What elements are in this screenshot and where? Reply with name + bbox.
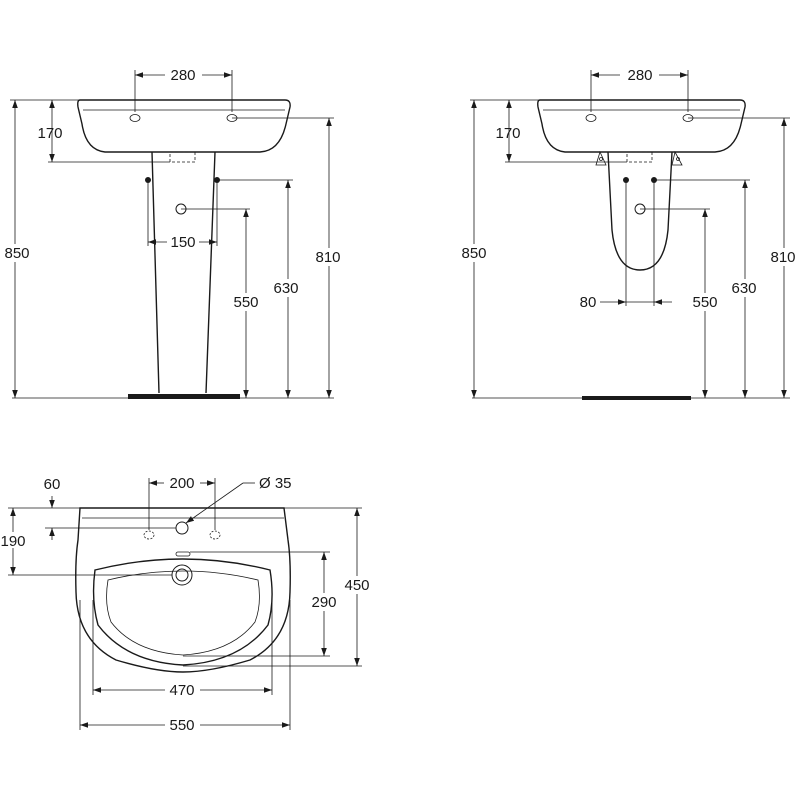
label-bg-810 — [312, 248, 346, 266]
front-pedestal-base — [128, 394, 240, 399]
plan-tap-hole-center — [175, 521, 189, 535]
dim-rim-height: 810 — [315, 249, 340, 266]
plan-leader-diameter — [185, 482, 244, 524]
front-basin-outline — [77, 99, 291, 153]
semi-trap — [626, 151, 653, 163]
semi-dim-tap-spacing: 280 — [627, 67, 652, 84]
dim-tap-spacing: 280 — [170, 67, 195, 84]
dim-fixing-height: 630 — [273, 280, 298, 297]
front-view-pedestal: 280 170 850 810 630 550 150 — [2, 67, 346, 399]
semi-dim-overall-height: 850 — [461, 245, 486, 262]
plan-outer-outline — [75, 507, 291, 673]
semi-dim-rim-height: 810 — [770, 249, 795, 266]
plan-dim-bowl-width: 470 — [169, 682, 194, 699]
plan-dim-tap-hole-diameter: Ø 35 — [259, 475, 292, 492]
plan-waste-inner — [175, 568, 189, 582]
plan-bowl-outline — [92, 558, 273, 666]
semi-dim-basin-height: 170 — [495, 125, 520, 142]
plan-waste-outer — [171, 564, 193, 586]
label-bg-550 — [229, 293, 263, 311]
bracket-left — [595, 150, 607, 166]
plan-dim-tap-spacing: 200 — [169, 475, 194, 492]
label-bg-150 — [167, 234, 199, 250]
bracket-right — [671, 150, 683, 166]
label-bg-850 — [2, 244, 32, 262]
plan-tap-hole-right — [209, 530, 221, 540]
plan-dim-waste-offset: 190 — [0, 533, 25, 550]
semi-tap-hole-left — [585, 114, 597, 122]
plan-dim-back-offset: 60 — [44, 476, 61, 493]
semi-label-bg-550 — [688, 293, 722, 311]
plan-overflow — [175, 551, 191, 557]
front-view-semi-pedestal: 280 170 850 810 630 550 80 — [460, 67, 800, 400]
bracket-hole-right — [676, 157, 680, 161]
semi-basin-outline — [537, 99, 746, 153]
dim-basin-height: 170 — [37, 125, 62, 142]
semi-label-bg-850 — [460, 244, 490, 262]
plan-tap-hole-left — [143, 530, 155, 540]
plan-dim-overall-depth: 450 — [344, 577, 369, 594]
front-pedestal-outline — [151, 151, 216, 394]
plan-view: 60 190 200 Ø 35 290 450 470 — [0, 475, 374, 734]
semi-pedestal-outline — [607, 151, 673, 271]
plan-label-bg-190 — [0, 532, 28, 548]
plan-label-bg-290 — [307, 593, 341, 611]
tap-hole-left — [129, 114, 141, 122]
plan-bowl-inner — [106, 570, 260, 656]
semi-label-bg-810 — [767, 248, 800, 266]
semi-label-bg-630 — [728, 279, 762, 297]
semi-dim-fixing-spacing: 80 — [580, 294, 597, 311]
label-bg-630 — [270, 279, 304, 297]
bracket-hole-left — [599, 157, 603, 161]
dim-overall-height: 850 — [4, 245, 29, 262]
semi-dim-fixing-height: 630 — [731, 280, 756, 297]
plan-label-bg-450 — [340, 576, 374, 594]
semi-dim-waste-height: 550 — [692, 294, 717, 311]
plan-dim-bowl-depth: 290 — [311, 594, 336, 611]
dim-fixing-spacing: 150 — [170, 234, 195, 251]
front-trap — [169, 151, 196, 163]
dim-waste-height: 550 — [233, 294, 258, 311]
plan-dim-overall-width: 550 — [169, 717, 194, 734]
